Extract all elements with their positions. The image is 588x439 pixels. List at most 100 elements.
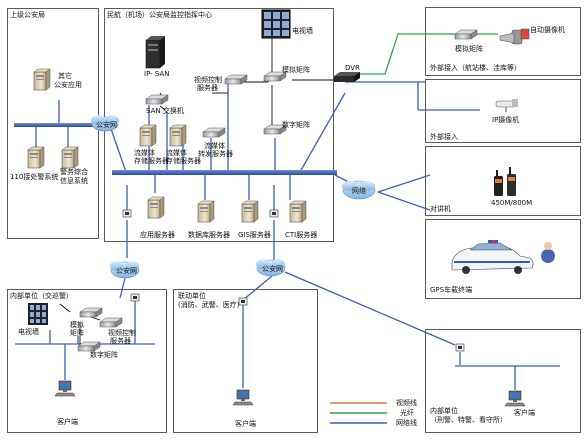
command-center-title: 民航（机场）公安局监控指挥中心	[107, 11, 212, 19]
ip-camera-icon	[495, 99, 518, 112]
command-center-backbone	[112, 170, 337, 175]
gps-title: GPS车载终端	[430, 286, 473, 294]
gps-frame	[425, 219, 581, 299]
ip-san-icon	[145, 36, 165, 69]
police-info-server	[61, 146, 79, 169]
left-analog-matrix-label-1: 模拟	[70, 321, 84, 329]
gis-server-label: GIS服务器	[238, 231, 271, 239]
san-switch-icon	[145, 94, 169, 105]
cti-server-label: CTI服务器	[285, 231, 318, 239]
left-video-control-icon	[99, 317, 123, 328]
video-control-switch	[224, 74, 248, 85]
external-access-1-title: 外部接入（航站楼、洼库等）	[430, 64, 521, 72]
alarm-110-label: 110接处警系统	[10, 173, 59, 181]
police-net-cloud-left	[110, 261, 140, 279]
internal-unit-left-frame	[7, 289, 167, 433]
stream-storage-1-label-2: 存储服务器	[134, 157, 169, 165]
linkage-unit-jack	[238, 297, 248, 306]
police-net-cloud-middle	[256, 259, 286, 277]
left-tv-wall-label: 电视墙	[18, 328, 39, 336]
net-right-label: 网络	[352, 187, 366, 195]
analog-matrix-label: 模拟矩阵	[282, 66, 310, 74]
left-analog-matrix-label-2: 矩阵	[70, 329, 84, 337]
stream-storage-1-label-1: 流媒体	[134, 149, 155, 157]
police-net-cloud-top	[91, 115, 119, 132]
other-police-app-label-2: 公安应用	[54, 81, 82, 89]
intercom-title: 对讲机	[430, 205, 451, 213]
client-right-icon	[504, 390, 526, 407]
region-frames	[7, 7, 581, 433]
tv-wall-icon	[261, 9, 291, 39]
video-control-label-1: 视频控制	[194, 76, 222, 84]
gis-server	[241, 200, 259, 223]
alarm-110-server	[27, 146, 45, 169]
ext-analog-matrix-icon	[454, 29, 478, 40]
left-analog-matrix-icon	[79, 307, 103, 318]
radio-icon	[494, 167, 516, 196]
stream-storage-2-server	[169, 124, 187, 147]
internal-unit-left-title: 内部单位（交巡警）	[10, 292, 73, 300]
app-server	[147, 196, 165, 219]
other-police-app-label-1: 其它	[58, 72, 72, 80]
radio-model-label: 450M/800M	[491, 199, 533, 207]
right-unit-jack	[455, 343, 465, 352]
left-unit-jack	[130, 293, 140, 302]
client-middle-label: 客户端	[235, 420, 256, 428]
linkage-unit-title: 联动单位	[178, 292, 206, 300]
db-server	[197, 200, 215, 223]
client-left-label: 客户端	[57, 418, 78, 426]
dome-camera-label: 自动摄像机	[530, 26, 565, 34]
intercom-frame	[425, 146, 581, 216]
police-info-label-2: 信息系统	[60, 177, 88, 185]
police-car-icon	[451, 240, 555, 274]
stream-storage-2-label-2: 存储服务器	[166, 157, 201, 165]
external-access-2-title: 外部接入	[430, 133, 458, 141]
stream-storage-2-label-1: 流媒体	[166, 149, 187, 157]
internal-unit-right-title: 内部单位	[430, 407, 458, 415]
left-digital-matrix-label: 数字矩阵	[90, 351, 118, 359]
net-cloud-right	[342, 180, 376, 200]
left-tv-wall-icon	[28, 303, 48, 325]
left-video-control-label-2: 服务器	[110, 337, 131, 345]
client-middle-icon	[232, 389, 254, 406]
db-server-label: 数据库服务器	[188, 231, 230, 239]
linkage-unit-frame	[173, 289, 318, 433]
police-net-left-label: 公安网	[116, 267, 137, 275]
right-wall-jack	[269, 209, 279, 218]
digital-matrix-label: 数字矩阵	[282, 121, 310, 129]
upper-bureau-backbone	[14, 123, 94, 127]
left-wall-jack	[122, 209, 132, 218]
police-info-label-1: 警务综合	[60, 168, 88, 176]
linkage-unit-detail: (消防、武警、医疗)	[178, 301, 240, 309]
internal-unit-right-frame	[425, 329, 581, 433]
client-right-label: 客户端	[514, 409, 535, 417]
app-server-label: 应用服务器	[140, 231, 175, 239]
tv-wall-label: 电视墙	[292, 27, 313, 35]
other-police-app-server	[33, 68, 51, 91]
stream-storage-1-server	[139, 124, 157, 147]
police-net-top-label: 公安网	[96, 121, 117, 129]
ext-analog-matrix-label: 模拟矩阵	[455, 45, 483, 53]
dvr-icon	[334, 72, 360, 82]
san-switch-label: SAN 交换机	[146, 107, 184, 115]
external-access-1-frame	[425, 7, 581, 76]
cti-server	[289, 200, 307, 223]
stream-forward-server	[202, 127, 226, 138]
ip-camera-label: IP摄像机	[492, 116, 520, 124]
ip-san-label: IP- SAN	[144, 70, 170, 78]
police-net-middle-label: 公安网	[262, 265, 283, 273]
legend-fiber-label: 光纤	[400, 409, 414, 417]
external-access-2-frame	[425, 79, 581, 143]
client-left-icon	[54, 380, 76, 397]
legend-video-label: 视频线	[396, 399, 417, 407]
stream-forward-label-1: 流媒体	[204, 142, 225, 150]
stream-forward-label-2: 转发服务器	[198, 150, 233, 158]
internal-unit-right-detail: （刑警、特警、看守所）	[430, 416, 507, 424]
upper-bureau-title: 上级公安局	[10, 11, 45, 19]
video-control-label-2: 服务器	[197, 84, 218, 92]
dome-camera-icon	[499, 28, 530, 45]
legend-network-label: 网络线	[396, 419, 417, 427]
left-video-control-label-1: 视频控制	[108, 329, 136, 337]
